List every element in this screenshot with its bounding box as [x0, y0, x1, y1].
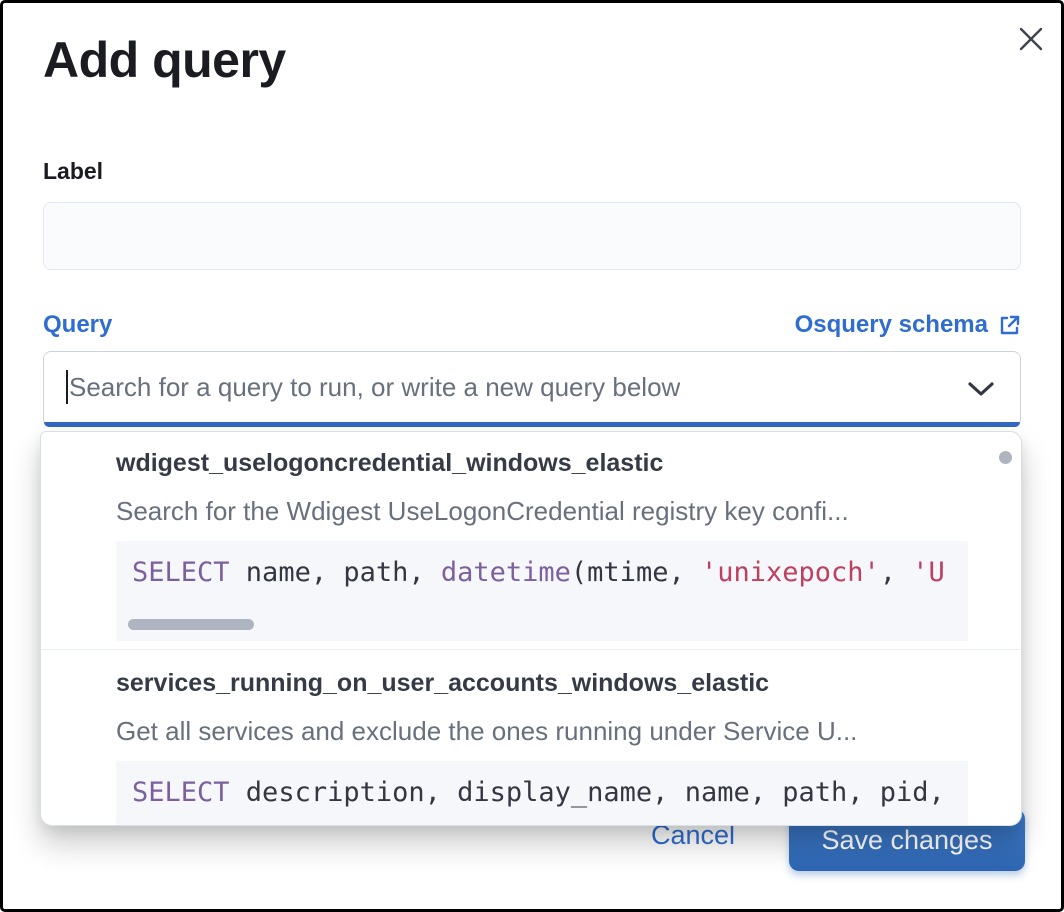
query-option-description: Search for the Wdigest UseLogonCredentia… [116, 496, 849, 526]
query-option-title: wdigest_uselogoncredential_windows_elast… [116, 449, 664, 477]
sql-token-plain: , [879, 558, 913, 588]
close-button[interactable] [1009, 17, 1053, 61]
sql-token-string: 'unixepoch' [700, 558, 880, 588]
query-field-label: Query [43, 311, 113, 338]
label-input[interactable] [43, 202, 1021, 270]
sql-token-keyword: SELECT [132, 778, 230, 808]
sql-code-line: SELECT name, path, datetime(mtime, 'unix… [132, 558, 968, 588]
sql-token-plain: (mtime, [570, 558, 701, 588]
query-option[interactable]: wdigest_uselogoncredential_windows_elast… [41, 432, 1021, 649]
query-suggestions-dropdown: wdigest_uselogoncredential_windows_elast… [40, 431, 1022, 826]
modal-title: Add query [43, 32, 286, 88]
sql-token-keyword: datetime [440, 558, 571, 588]
sql-code-line: SELECT description, display_name, name, … [132, 778, 968, 808]
label-field-label: Label [43, 158, 104, 184]
sql-token-keyword: SELECT [132, 558, 230, 588]
external-link-icon [998, 314, 1021, 337]
horizontal-scrollbar-thumb[interactable] [128, 619, 254, 630]
osquery-schema-link-label: Osquery schema [794, 311, 988, 338]
query-option-sql-preview: SELECT name, path, datetime(mtime, 'unix… [116, 541, 968, 641]
sql-token-plain: name, path, [229, 558, 441, 588]
query-search-combobox[interactable]: Search for a query to run, or write a ne… [43, 351, 1021, 427]
query-option-description: Get all services and exclude the ones ru… [116, 716, 858, 746]
option-divider [41, 649, 1021, 650]
query-option[interactable]: services_running_on_user_accounts_window… [41, 650, 1021, 825]
query-suggestions-list: wdigest_uselogoncredential_windows_elast… [41, 432, 1021, 825]
chevron-down-icon [966, 382, 996, 401]
sql-token-string: 'U [912, 558, 945, 588]
osquery-schema-link[interactable]: Osquery schema [795, 311, 1021, 339]
query-option-title: services_running_on_user_accounts_window… [116, 669, 770, 697]
sql-token-plain: description, display_name, name, path, p… [229, 778, 945, 808]
text-cursor [66, 370, 68, 404]
close-x-icon [1018, 26, 1044, 52]
vertical-scrollbar-thumb[interactable] [999, 451, 1012, 464]
query-search-placeholder: Search for a query to run, or write a ne… [69, 371, 681, 402]
query-option-sql-preview: SELECT description, display_name, name, … [116, 761, 968, 825]
combobox-toggle-button[interactable] [966, 380, 996, 398]
